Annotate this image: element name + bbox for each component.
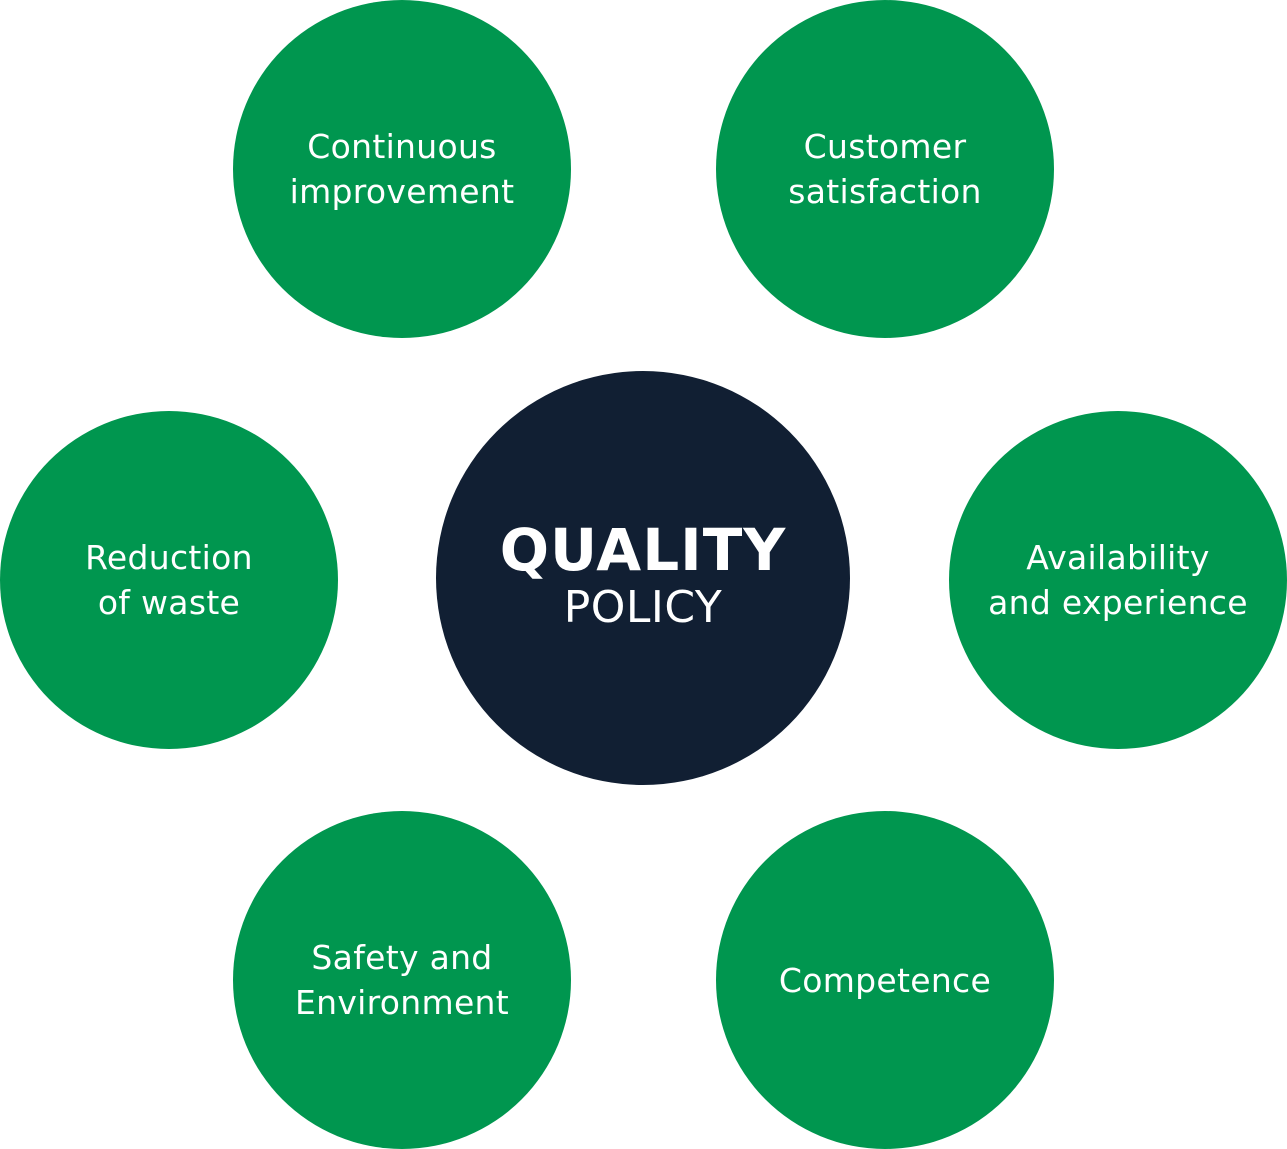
pillar-label: Reduction of waste	[85, 535, 253, 625]
pillar-availability-and-experience: Availability and experience	[949, 411, 1287, 749]
center-title: QUALITY	[499, 516, 787, 584]
pillar-reduction-of-waste: Reduction of waste	[0, 411, 338, 749]
pillar-label-line1: Availability	[1026, 538, 1210, 577]
pillar-label-line1: Safety and	[311, 938, 493, 977]
pillar-label: Availability and experience	[988, 535, 1248, 625]
pillar-label-line2: satisfaction	[788, 172, 982, 211]
pillar-label-line1: Reduction	[85, 538, 253, 577]
pillar-label-line2: of waste	[97, 583, 241, 622]
quality-policy-center: QUALITY POLICY	[436, 371, 850, 785]
pillar-label-line1: Customer	[803, 127, 967, 166]
pillar-label-line1: Competence	[778, 960, 992, 1000]
pillar-safety-and-environment: Safety and Environment	[233, 811, 571, 1149]
pillar-label: Competence	[779, 958, 991, 1003]
pillar-label-line2: and experience	[988, 583, 1248, 622]
pillar-label-line1: Continuous	[307, 127, 497, 166]
pillar-customer-satisfaction: Customer satisfaction	[716, 0, 1054, 338]
center-subtitle: POLICY	[563, 582, 723, 633]
pillar-continuous-improvement: Continuous improvement	[233, 0, 571, 338]
pillar-label: Continuous improvement	[290, 124, 515, 214]
pillar-label: Safety and Environment	[295, 935, 509, 1025]
pillar-competence: Competence	[716, 811, 1054, 1149]
pillar-label-line2: improvement	[289, 172, 515, 211]
pillar-label: Customer satisfaction	[788, 124, 982, 214]
pillar-label-line2: Environment	[294, 983, 509, 1022]
